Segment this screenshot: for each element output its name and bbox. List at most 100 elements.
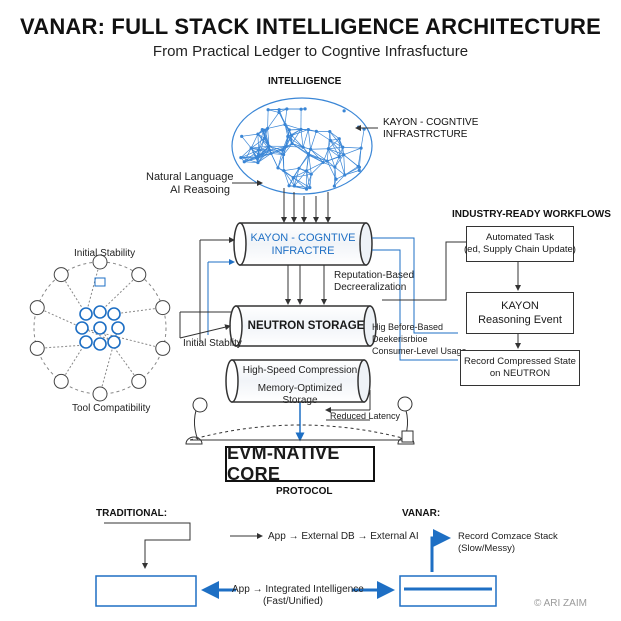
brain-node — [304, 169, 309, 173]
kayon-note: Reputation-Based Decreeralization — [334, 270, 415, 293]
brain-edge — [294, 170, 307, 187]
brain-edge — [277, 154, 284, 168]
brain-node — [266, 126, 270, 131]
brain-node — [256, 132, 260, 136]
page-subtitle: From Practical Ledger to Cogntive Infras… — [152, 43, 469, 60]
network-tool-icon — [155, 300, 171, 316]
brain-node — [321, 160, 325, 165]
natural-language-label: Natural Language AI Reasoing — [146, 171, 234, 196]
brain-edge — [267, 109, 269, 129]
brain-node — [328, 138, 333, 143]
brain-node — [301, 145, 305, 149]
brain-node — [357, 165, 362, 169]
network-tool-icon — [29, 340, 45, 356]
brain-edge — [294, 185, 310, 188]
latency-note: Reduced Latency — [330, 411, 401, 421]
workflow-record-state-box: Record Compressed State on NEUTRON — [460, 350, 580, 386]
brain-edge — [283, 167, 300, 171]
brain-node — [239, 156, 243, 160]
brain-node — [267, 144, 271, 148]
network-node — [93, 337, 107, 351]
brain-edge — [283, 170, 295, 187]
brain-edge — [241, 133, 258, 137]
brain-edge — [338, 156, 346, 176]
brain-edge — [286, 146, 304, 148]
core-caption: PROTOCOL — [276, 486, 333, 497]
network-node — [93, 321, 107, 335]
brain-node — [299, 127, 303, 131]
brain-node — [256, 156, 260, 160]
brain-node — [309, 172, 313, 176]
network-tool-icon — [29, 300, 45, 316]
brain-node — [306, 127, 310, 132]
brain-edge — [291, 143, 304, 148]
brain-node — [280, 148, 285, 152]
brain-edge — [241, 136, 252, 149]
brain-edge — [287, 129, 302, 137]
network-tool-icon — [131, 267, 147, 283]
vanar-note: Record Comzace Stack (Slow/Messy) — [458, 531, 558, 554]
brain-network-icon — [231, 97, 373, 195]
brain-edge — [322, 162, 336, 168]
brain-edge — [306, 170, 311, 188]
brain-node — [341, 145, 345, 149]
brain-edge — [328, 148, 336, 168]
brain-edge — [307, 129, 311, 150]
brain-node — [277, 110, 281, 115]
brain-node — [257, 153, 261, 157]
brain-node — [290, 142, 294, 146]
network-tool-icon — [92, 254, 108, 270]
brain-edge — [310, 131, 317, 150]
brain-node — [314, 129, 318, 133]
brain-node — [333, 165, 337, 169]
network-node — [75, 321, 89, 335]
lock-icon — [94, 277, 106, 287]
brain-edge — [306, 162, 324, 172]
brain-edge — [267, 112, 280, 129]
brain-edge — [328, 148, 344, 156]
brain-node — [276, 166, 280, 170]
brain-node — [308, 185, 312, 190]
brain-edge — [291, 129, 309, 136]
brain-node — [308, 147, 313, 151]
integrated-flow-text: App → Integrated Intelligence (Fast/Unif… — [232, 584, 364, 607]
vanar-label: VANAR: — [402, 508, 441, 519]
brain-node — [256, 160, 260, 165]
traditional-box — [95, 575, 197, 607]
brain-edge — [267, 128, 270, 147]
brain-node — [240, 134, 244, 138]
brain-edge — [284, 124, 293, 144]
brain-edge — [309, 174, 312, 188]
brain-edge — [257, 134, 259, 151]
brain-node — [284, 144, 289, 148]
brain-edge — [334, 156, 340, 168]
brain-node — [291, 175, 295, 180]
brain-edge — [283, 170, 290, 186]
brain-edge — [268, 108, 287, 111]
brain-node — [281, 153, 286, 157]
brain-edge — [244, 161, 258, 163]
brain-node — [277, 108, 281, 112]
brain-edge — [328, 148, 340, 158]
brain-node — [257, 148, 261, 152]
validator-network-graph — [29, 254, 171, 402]
brain-edge — [264, 138, 270, 151]
brain-edge — [259, 153, 272, 156]
brain-edge — [244, 157, 258, 163]
brain-edge — [330, 140, 340, 157]
kayon-layer-label: KAYON - COGNTIVE INFRACTRE — [250, 232, 356, 257]
brain-edge — [283, 143, 293, 155]
brain-edge — [288, 129, 293, 144]
brain-node — [260, 127, 264, 132]
network-tool-icon — [131, 373, 147, 389]
brain-node — [292, 184, 297, 188]
network-node — [107, 307, 121, 321]
brain-edge — [330, 140, 343, 148]
brain-edge — [343, 154, 360, 168]
brain-node — [328, 130, 332, 134]
network-tool-icon — [155, 340, 171, 356]
network-node — [79, 335, 93, 349]
brain-edge — [250, 133, 259, 149]
brain-edge — [334, 167, 336, 187]
network-tool-icon — [53, 267, 69, 283]
